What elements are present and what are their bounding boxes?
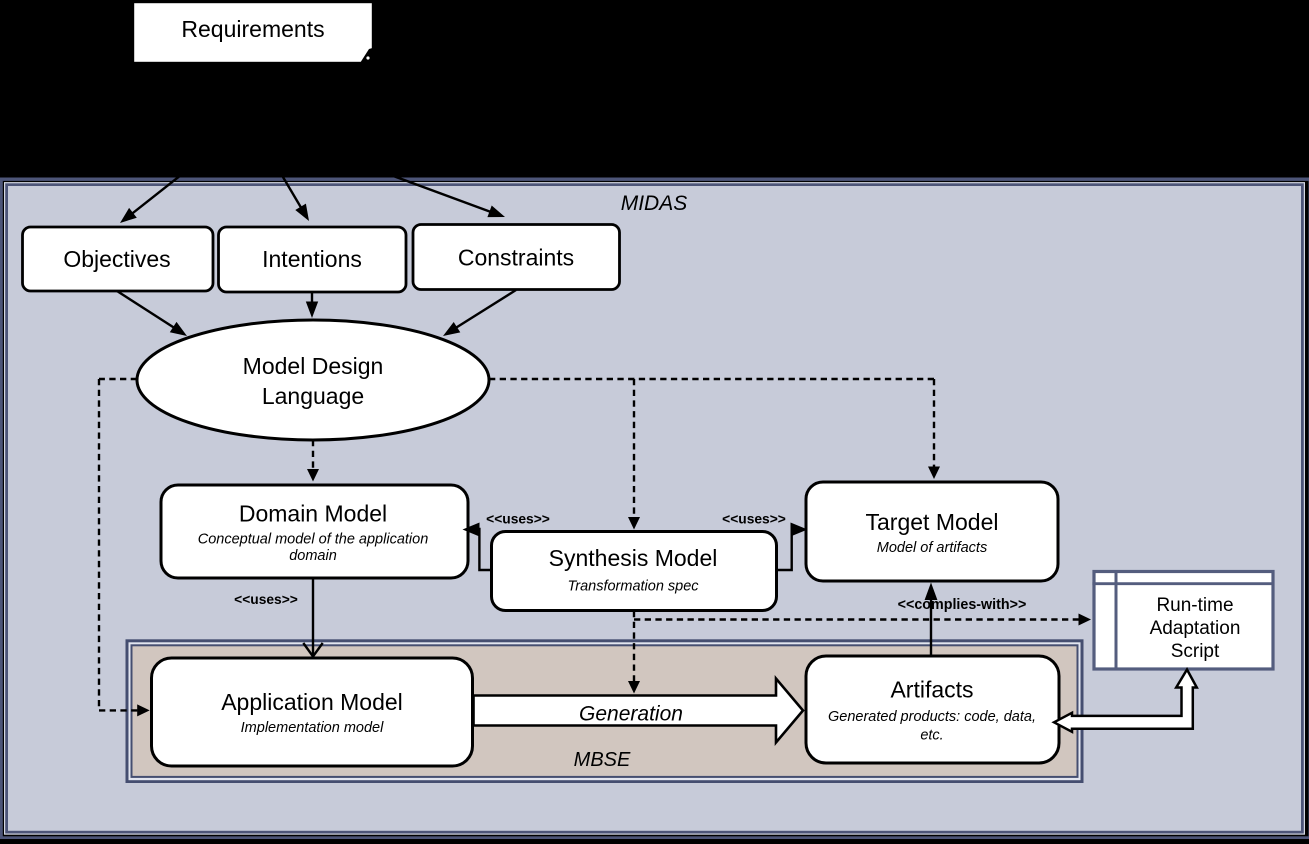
svg-text:domain: domain <box>289 548 337 564</box>
svg-text:MIDAS: MIDAS <box>621 192 688 215</box>
svg-text:Domain Model: Domain Model <box>239 501 387 527</box>
svg-text:Generated products: code, data: Generated products: code, data, <box>828 709 1036 725</box>
svg-text:Target Model: Target Model <box>866 509 999 535</box>
svg-text:Script: Script <box>1171 641 1220 662</box>
svg-text:Application Model: Application Model <box>221 689 403 715</box>
svg-text:Implementation model: Implementation model <box>241 720 384 736</box>
svg-text:<<uses>>: <<uses>> <box>234 592 298 607</box>
svg-text:Run-time: Run-time <box>1156 595 1233 616</box>
svg-text:Constraints: Constraints <box>458 245 574 271</box>
svg-text:MBSE: MBSE <box>574 749 631 771</box>
svg-text:Model of artifacts: Model of artifacts <box>877 540 987 556</box>
svg-text:Objectives: Objectives <box>63 246 170 272</box>
svg-text:Requirements: Requirements <box>181 16 324 42</box>
svg-text:Artifacts: Artifacts <box>890 677 973 703</box>
svg-text:Generation: Generation <box>579 703 683 726</box>
svg-text:etc.: etc. <box>920 728 943 744</box>
svg-text:<<uses>>: <<uses>> <box>486 512 550 527</box>
svg-text:Synthesis Model: Synthesis Model <box>549 545 718 571</box>
svg-text:Adaptation: Adaptation <box>1150 618 1241 639</box>
svg-text:Language: Language <box>262 383 364 409</box>
svg-text:Intentions: Intentions <box>262 246 362 272</box>
svg-text:Conceptual model of the applic: Conceptual model of the application <box>198 532 429 548</box>
svg-text:Model Design: Model Design <box>243 353 384 379</box>
svg-text:<<uses>>: <<uses>> <box>722 512 786 527</box>
svg-text:<<complies-with>>: <<complies-with>> <box>898 597 1027 613</box>
svg-text:Transformation spec: Transformation spec <box>567 579 699 595</box>
